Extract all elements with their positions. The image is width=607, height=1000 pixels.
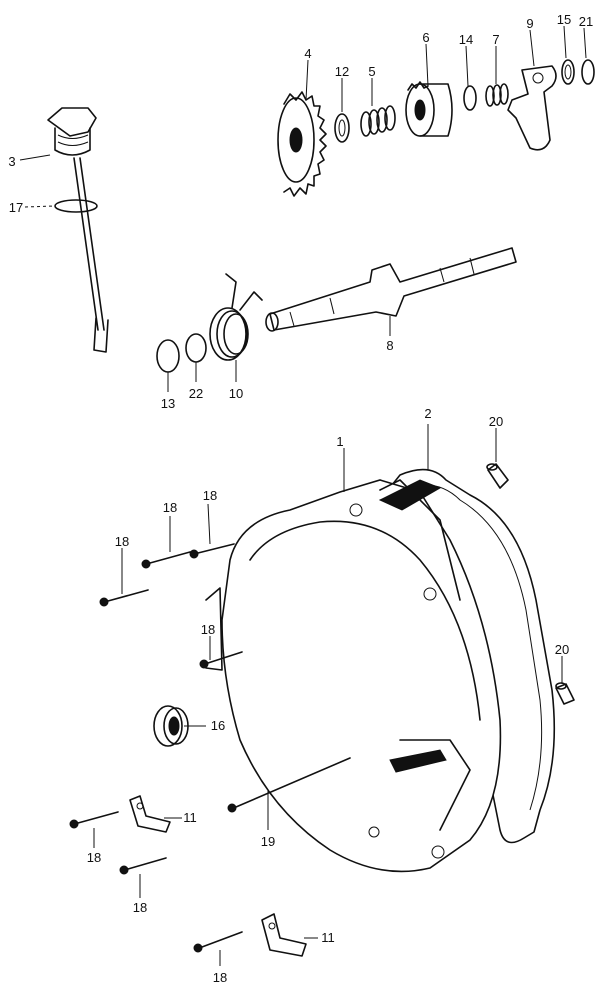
bolt-mid <box>199 651 243 669</box>
bolt-left <box>99 589 149 607</box>
oil-seal <box>153 705 189 747</box>
leader-lines <box>93 25 587 966</box>
circlip <box>581 59 595 85</box>
callout-11-upper: 11 <box>183 810 197 825</box>
ratchet-guide <box>507 65 557 151</box>
spring <box>360 105 396 137</box>
kick-starter-spindle <box>265 247 517 332</box>
callout-22: 22 <box>189 386 203 401</box>
callout-9: 9 <box>526 16 533 31</box>
washer <box>334 113 350 143</box>
bolt-lower-2 <box>119 857 167 875</box>
callout-2: 2 <box>424 406 431 421</box>
callout-20-upper: 20 <box>489 414 503 429</box>
callout-8: 8 <box>386 338 393 353</box>
callout-18-upper-1: 18 <box>163 500 177 515</box>
kick-starter-gear <box>277 91 327 197</box>
ratchet-spring <box>485 83 509 107</box>
bolt-upper-1 <box>141 551 191 569</box>
callout-19: 19 <box>261 834 275 849</box>
callout-17: 17 <box>9 200 23 215</box>
callout-18-lower-2: 18 <box>133 900 147 915</box>
cable-clamp-upper <box>129 795 171 833</box>
washer-14 <box>463 85 477 111</box>
washer-22 <box>185 333 207 363</box>
bolt-bottom <box>193 931 243 953</box>
callout-1: 1 <box>336 434 343 449</box>
callout-7: 7 <box>492 32 499 47</box>
dowel-pin-upper <box>486 463 509 489</box>
o-ring <box>54 199 98 213</box>
callout-18-mid: 18 <box>201 622 215 637</box>
callout-13: 13 <box>161 396 175 411</box>
circlip-13 <box>156 339 180 373</box>
callout-6: 6 <box>422 30 429 45</box>
callout-10: 10 <box>229 386 243 401</box>
washer-15 <box>561 59 575 85</box>
callout-14: 14 <box>459 32 473 47</box>
callout-12: 12 <box>335 64 349 79</box>
bolt-upper-2 <box>189 543 235 559</box>
callout-5: 5 <box>368 64 375 79</box>
callout-4: 4 <box>304 46 311 61</box>
kick-return-spring <box>209 273 263 361</box>
callout-20-lower: 20 <box>555 642 569 657</box>
callout-16: 16 <box>211 718 225 733</box>
callout-3: 3 <box>8 154 15 169</box>
long-bolt <box>227 757 351 813</box>
callout-labels: 1 2 3 4 5 6 7 8 9 10 11 11 12 13 14 15 1… <box>8 12 593 985</box>
callout-18-left: 18 <box>115 534 129 549</box>
ratchet <box>405 81 453 137</box>
callout-18-bottom: 18 <box>213 970 227 985</box>
dowel-pin-lower <box>555 682 575 705</box>
callout-15: 15 <box>557 12 571 27</box>
oil-dipstick-cap <box>47 107 109 353</box>
callout-11-lower: 11 <box>321 930 335 945</box>
crankcase-cover <box>205 479 502 873</box>
callout-18-lower-1: 18 <box>87 850 101 865</box>
bolt-lower-1 <box>69 811 119 829</box>
cable-clamp-lower <box>261 913 307 957</box>
callout-21: 21 <box>579 14 593 29</box>
callout-18-upper-2: 18 <box>203 488 217 503</box>
